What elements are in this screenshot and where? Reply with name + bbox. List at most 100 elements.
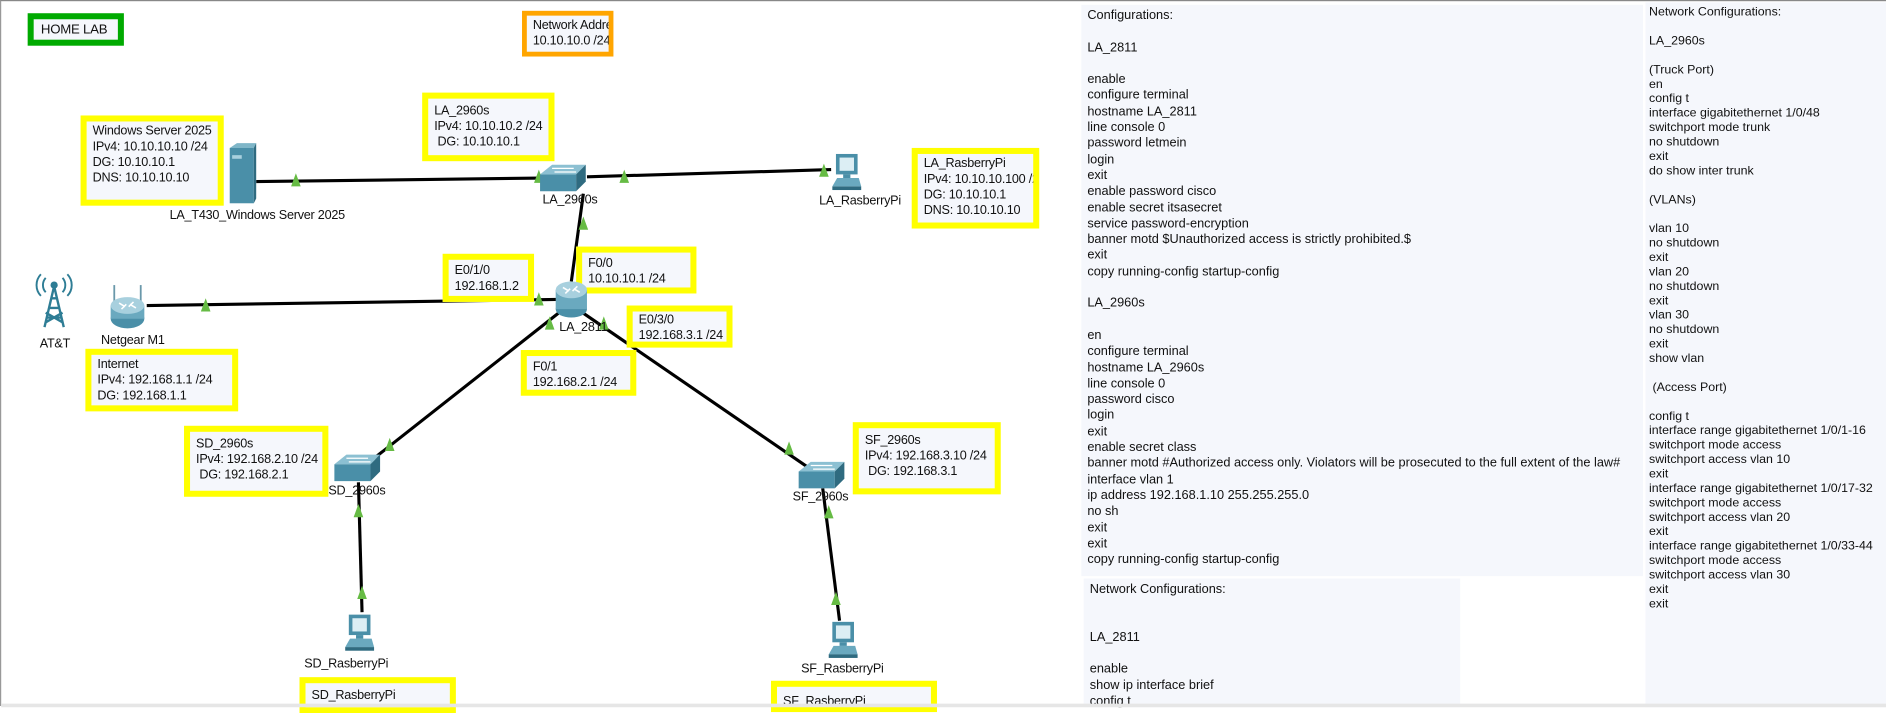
link-up-indicator-icon: [784, 441, 794, 455]
info-line: Internet: [97, 357, 139, 372]
home-lab-title: HOME LAB: [40, 22, 108, 38]
config-line: exit: [1649, 597, 1669, 612]
device-label-la-switch[interactable]: LA_2960s: [542, 192, 598, 207]
info-line: DG: 192.168.2.1: [196, 467, 289, 483]
pc-icon-sd-pi[interactable]: [342, 613, 378, 651]
server-icon[interactable]: [227, 143, 257, 206]
link-up-indicator-icon: [200, 298, 211, 312]
config-line: exit: [1649, 251, 1669, 265]
config-line: [1649, 49, 1884, 63]
info-line: SD_2960s: [196, 436, 254, 452]
config-line: exit: [1649, 525, 1669, 539]
info-line: E0/3/0: [638, 312, 674, 328]
device-label-sf-switch[interactable]: SF_2960s: [792, 489, 849, 504]
switch-icon-la-2960s[interactable]: [538, 162, 589, 196]
config-line: exit: [1649, 294, 1669, 308]
router-icon-la-2811[interactable]: [553, 278, 589, 319]
link-up-indicator-icon: [831, 591, 841, 606]
config-line: switchport access vlan 10: [1649, 453, 1791, 467]
info-line: Windows Server 2025: [92, 123, 212, 139]
device-label-la-router[interactable]: LA_2811: [559, 319, 608, 335]
config-line: banner motd $Unauthorized access is stri…: [1087, 232, 1412, 247]
info-line: F0/0: [588, 256, 613, 271]
device-label-sd-switch[interactable]: SD_2960s: [328, 483, 386, 498]
switch-icon-sf-2960s[interactable]: [796, 459, 847, 493]
link-up-indicator-icon: [534, 292, 544, 306]
network-link[interactable]: [569, 193, 585, 282]
info-line: DG: 192.168.1.1: [97, 388, 187, 403]
switch-icon-sd-2960s[interactable]: [332, 452, 383, 486]
config-line: exit: [1649, 467, 1669, 482]
config-line: switchport mode access: [1649, 439, 1782, 453]
device-label-netgear[interactable]: Netgear M1: [101, 333, 165, 348]
config-line: [1649, 179, 1884, 193]
config-line: service password-encryption: [1087, 216, 1249, 231]
config-line: interface range gigabitethernet 1/0/33-4…: [1649, 540, 1873, 554]
info-line: SF_2960s: [864, 433, 921, 448]
info-line: DNS: 10.10.10.10: [923, 203, 1021, 218]
config-line: enable secret class: [1087, 440, 1197, 455]
config-line: en: [1087, 328, 1102, 343]
link-up-indicator-icon: [598, 316, 609, 330]
config-line: switchport mode access: [1649, 496, 1782, 510]
config-line: LA_2811: [1087, 40, 1138, 55]
config-line: vlan 30: [1649, 309, 1689, 323]
network-link[interactable]: [586, 168, 832, 179]
link-up-indicator-icon: [353, 503, 364, 518]
config-line: enable: [1089, 662, 1129, 677]
device-label-att[interactable]: AT&T: [39, 336, 71, 352]
config-line: copy running-config startup-config: [1087, 264, 1280, 279]
device-label-sd-pi[interactable]: SD_RasberryPi: [304, 656, 389, 672]
config-line: exit: [1087, 424, 1108, 439]
network-configurations-2960s-note[interactable]: Network Configurations:LA_2960s(Truck Po…: [1645, 2, 1886, 708]
cell-tower-icon[interactable]: [35, 273, 73, 329]
device-label-sf-pi[interactable]: SF_RasberryPi: [801, 661, 884, 676]
config-line: switchport mode access: [1649, 554, 1782, 568]
pc-icon-la-pi[interactable]: [829, 153, 865, 191]
config-line: [1649, 367, 1884, 381]
device-label-server[interactable]: LA_T430_Windows Server 2025: [169, 208, 346, 223]
config-line: exit: [1087, 520, 1108, 535]
info-line: F0/1: [532, 359, 558, 375]
config-line: LA_2960s: [1649, 34, 1705, 49]
config-line: copy running-config startup-config: [1087, 552, 1280, 567]
info-note-sf-pi[interactable]: SF_RasberryPi: [770, 680, 937, 713]
config-line: login: [1087, 408, 1115, 423]
config-line: no shutdown: [1649, 323, 1720, 337]
config-line: [1649, 20, 1884, 34]
network-address-value: 10.10.10.0 /24: [532, 33, 611, 49]
config-line: enable: [1087, 72, 1126, 87]
info-line: IPv4: 10.10.10.100 /24: [923, 172, 1040, 187]
info-note-sd-pi[interactable]: SD_RasberryPi: [299, 677, 456, 713]
device-label-la-pi[interactable]: LA_RasberryPi: [819, 193, 901, 209]
info-line: DG: 192.168.3.1: [864, 464, 958, 479]
network-link[interactable]: [580, 310, 808, 468]
link-up-indicator-icon: [619, 169, 630, 183]
config-line: [1087, 56, 1637, 72]
wireless-router-icon[interactable]: [107, 283, 148, 331]
link-up-indicator-icon: [357, 585, 367, 599]
config-line: [1090, 598, 1454, 614]
network-link[interactable]: [256, 176, 542, 184]
config-line: interface range gigabitethernet 1/0/1-16: [1649, 424, 1866, 438]
config-line: no shutdown: [1649, 135, 1720, 150]
home-lab-title-note[interactable]: HOME LAB: [27, 13, 124, 46]
network-address-note[interactable]: Network Address: 10.10.10.0 /24: [522, 10, 614, 57]
config-line: interface vlan 1: [1087, 472, 1174, 487]
pc-icon-sf-pi[interactable]: [825, 621, 861, 659]
workspace-bottom-edge: [1, 703, 1886, 708]
network-link[interactable]: [373, 310, 562, 460]
